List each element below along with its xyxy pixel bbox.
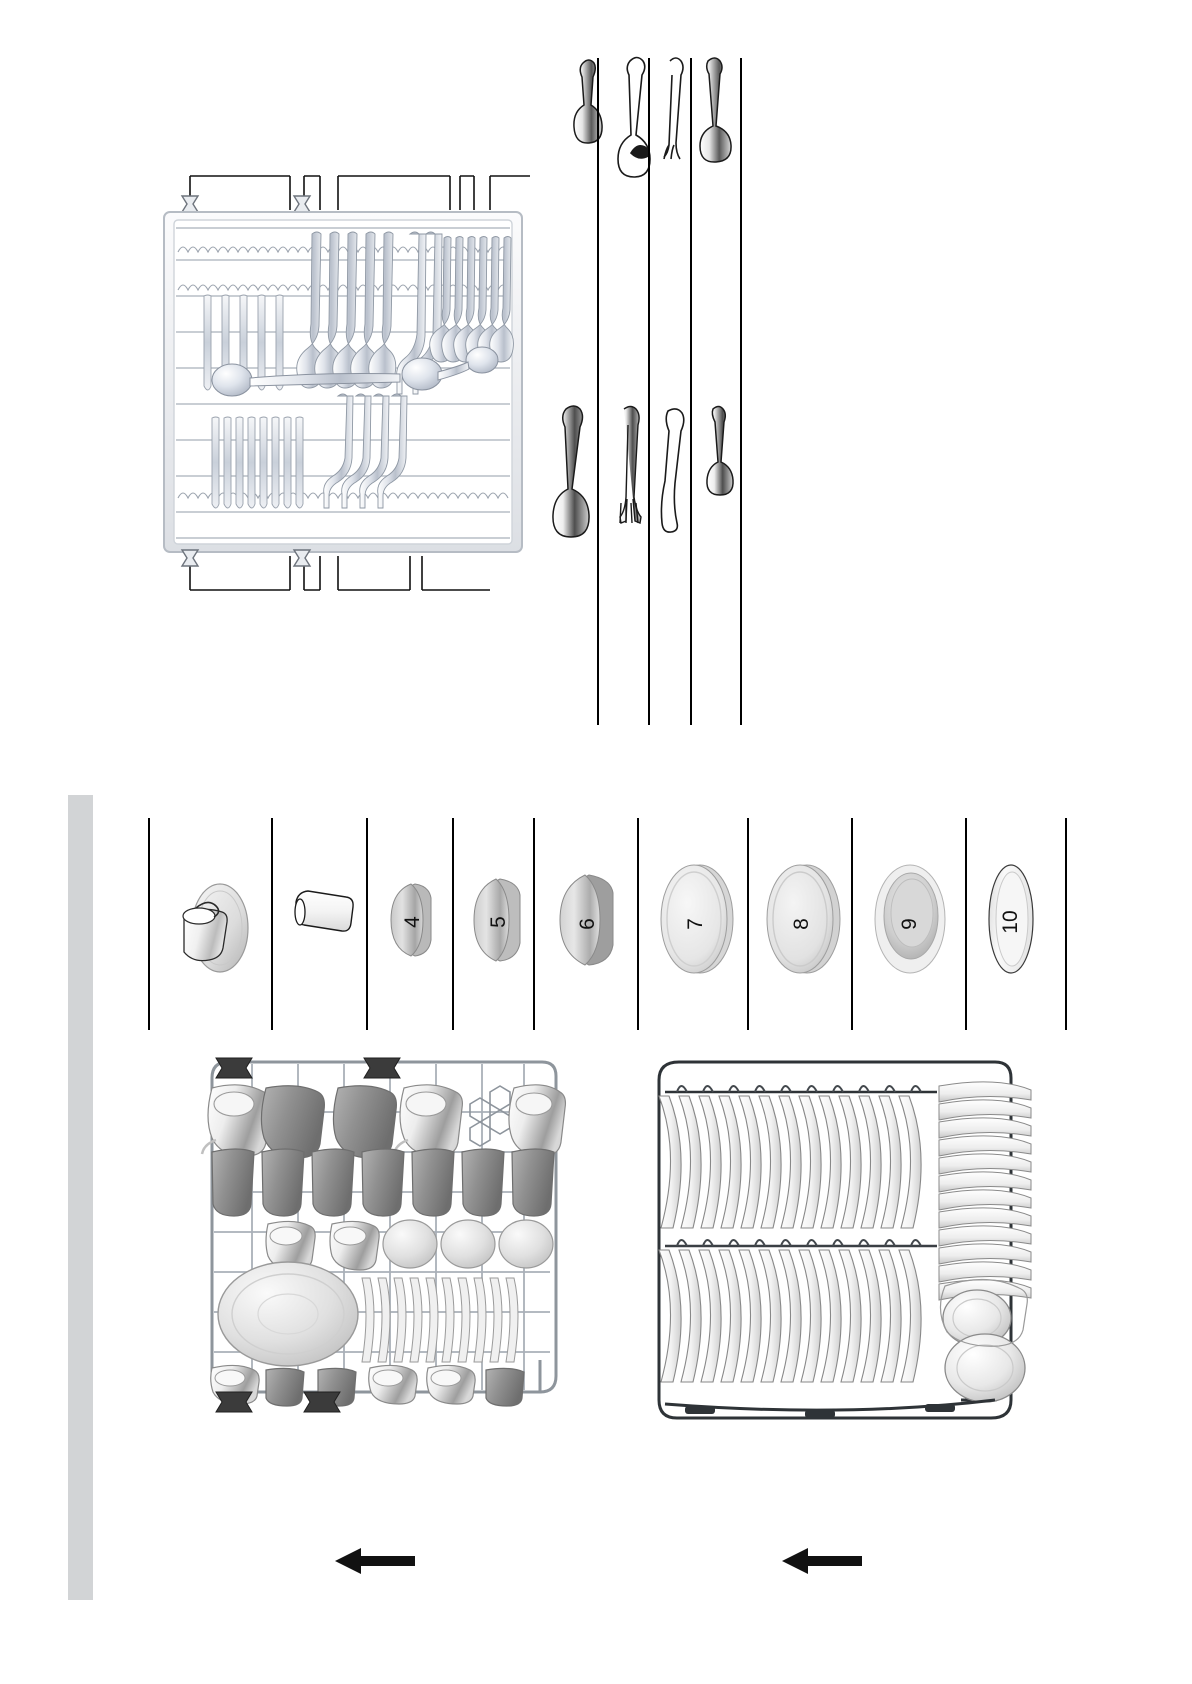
oval-platter-icon <box>988 864 1034 974</box>
legend-divider-2 <box>648 58 650 725</box>
dishware-divider-2 <box>366 818 368 1030</box>
tablespoon-icon <box>552 405 590 538</box>
dishware-divider-0 <box>148 818 150 1030</box>
dishware-divider-1 <box>271 818 273 1030</box>
teaspoon-small-icon <box>706 405 734 496</box>
legend-item-4 <box>381 880 445 960</box>
glass-tumbler-icon <box>294 890 354 932</box>
cutlery-legend-bottom <box>552 405 758 538</box>
legend-item-6 <box>549 872 627 968</box>
dishware-divider-8 <box>965 818 967 1030</box>
dinner-plate-icon <box>766 864 841 974</box>
legend-number-7: 7 <box>684 918 707 930</box>
dishware-divider-4 <box>533 818 535 1030</box>
legend-number-8: 8 <box>790 918 813 930</box>
legend-item-8 <box>760 862 844 976</box>
dishware-divider-9 <box>1065 818 1067 1030</box>
legend-item-7 <box>654 862 738 976</box>
teaspoon-icon <box>573 59 603 144</box>
ladle-icon <box>699 57 732 163</box>
lower-basket-loading <box>645 1050 1045 1458</box>
cup-and-saucer-icon <box>182 883 249 973</box>
legend-number-4: 4 <box>401 916 424 928</box>
large-bowl-icon <box>559 874 614 966</box>
cutlery-legend-top <box>560 55 760 178</box>
lower-basket-arrow-left-icon <box>782 1548 862 1576</box>
dishware-divider-6 <box>747 818 749 1030</box>
medium-bowl-icon <box>473 878 521 962</box>
legend-item-10 <box>978 862 1044 976</box>
dinner-knife-outline-icon <box>660 408 685 533</box>
legend-divider-1 <box>597 58 599 725</box>
serving-fork-outline-icon <box>663 57 684 160</box>
dishware-divider-7 <box>851 818 853 1030</box>
dishware-divider-5 <box>637 818 639 1030</box>
legend-number-5: 5 <box>487 916 510 928</box>
legend-number-9: 9 <box>898 918 921 930</box>
dishware-divider-3 <box>452 818 454 1030</box>
legend-divider-4 <box>740 58 742 725</box>
dessert-plate-icon <box>660 864 734 974</box>
legend-item-glass <box>288 888 362 944</box>
upper-basket-loading <box>192 1052 572 1452</box>
small-bowl-icon <box>390 883 432 957</box>
legend-item-5 <box>464 876 534 964</box>
cutlery-drawer-top-view <box>160 168 530 598</box>
upper-basket-arrow-left-icon <box>335 1548 415 1576</box>
serving-spoon-outline-icon <box>617 56 651 178</box>
legend-number-6: 6 <box>576 918 599 930</box>
sidebar-gray-bar <box>68 795 93 1600</box>
legend-number-10: 10 <box>999 910 1022 934</box>
legend-divider-3 <box>690 58 692 725</box>
legend-item-9 <box>866 862 954 976</box>
dinner-fork-icon <box>619 405 642 524</box>
soup-plate-icon <box>874 864 946 974</box>
legend-item-cup-and-saucer <box>168 872 264 982</box>
